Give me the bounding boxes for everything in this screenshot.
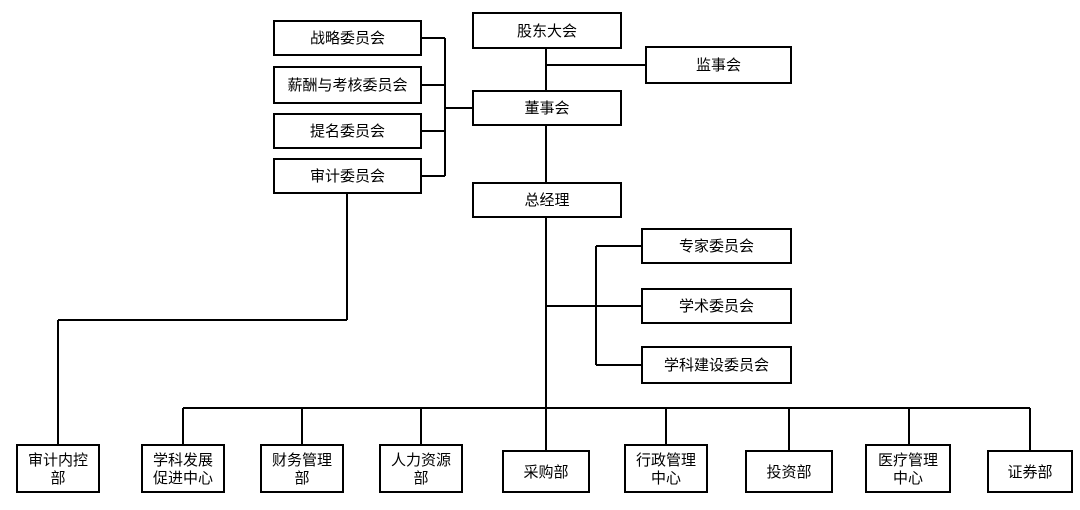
department-box: 医疗管理 中心 [865,444,951,493]
department-label: 人力资源 部 [390,450,451,487]
audit-committee-label: 审计委员会 [309,167,385,185]
shareholders-meeting-label: 股东大会 [516,21,577,40]
nomination-committee-box: 提名委员会 [273,113,422,149]
board-of-directors-label: 董事会 [524,99,570,117]
supervisory-board-label: 监事会 [695,56,741,74]
compensation-committee-box: 薪酬与考核委员会 [273,66,422,104]
department-box: 行政管理 中心 [624,444,708,493]
department-label: 财务管理 部 [271,450,332,487]
supervisory-board-box: 监事会 [645,46,792,84]
department-box: 投资部 [745,450,833,493]
department-label: 审计内控 部 [27,450,88,487]
expert-committee-box: 专家委员会 [641,228,792,264]
department-label: 投资部 [766,462,812,481]
discipline-committee-box: 学科建设委员会 [641,346,792,384]
department-box: 采购部 [502,450,590,493]
department-box: 学科发展 促进中心 [141,444,225,493]
general-manager-box: 总经理 [472,182,622,218]
department-box: 人力资源 部 [379,444,463,493]
academic-committee-label: 学术委员会 [678,297,754,315]
general-manager-label: 总经理 [524,191,570,209]
department-label: 行政管理 中心 [635,450,696,487]
department-label: 医疗管理 中心 [877,450,938,487]
nomination-committee-label: 提名委员会 [309,122,385,140]
department-box: 财务管理 部 [260,444,344,493]
department-box: 证券部 [987,450,1073,493]
expert-committee-label: 专家委员会 [678,237,754,255]
department-label: 采购部 [523,462,569,481]
department-label: 证券部 [1007,462,1053,481]
strategy-committee-box: 战略委员会 [273,20,422,56]
audit-committee-box: 审计委员会 [273,158,422,194]
strategy-committee-label: 战略委员会 [309,29,385,47]
compensation-committee-label: 薪酬与考核委员会 [287,76,408,94]
department-box: 审计内控 部 [16,444,100,493]
academic-committee-box: 学术委员会 [641,288,792,324]
shareholders-meeting-box: 股东大会 [472,12,622,49]
board-of-directors-box: 董事会 [472,90,622,126]
department-label: 学科发展 促进中心 [152,450,213,487]
discipline-committee-label: 学科建设委员会 [663,356,769,374]
